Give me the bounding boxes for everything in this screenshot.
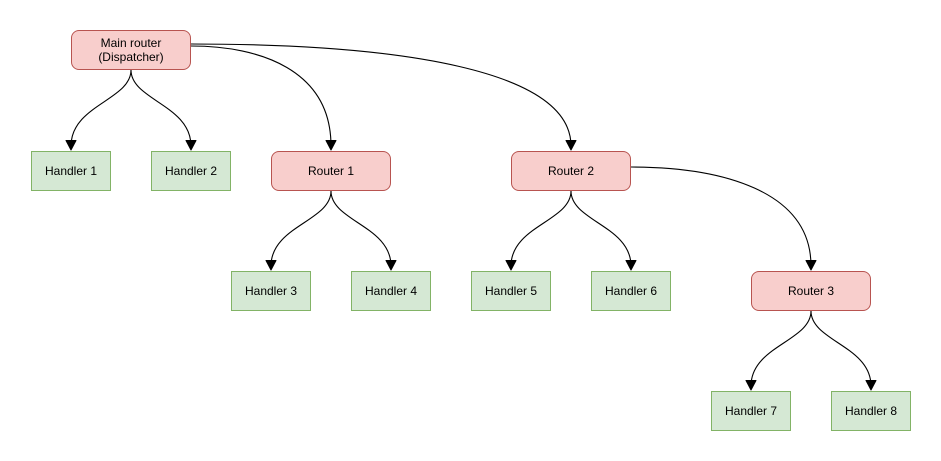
edge-router-2-to-handler-5[interactable] bbox=[505, 190, 572, 271]
edge-main-to-router-2-line bbox=[190, 43, 572, 147]
edge-main-to-handler-2[interactable] bbox=[130, 69, 197, 151]
edge-router-2-to-handler-6[interactable] bbox=[570, 190, 637, 271]
edge-main-to-router-2-arrowhead-icon bbox=[565, 140, 577, 151]
edge-router-1-to-handler-3-line bbox=[270, 190, 332, 267]
edge-router-3-to-handler-7-line bbox=[750, 310, 812, 387]
edge-router-3-to-handler-7-arrowhead-icon bbox=[745, 380, 757, 391]
edge-main-to-router-1[interactable] bbox=[190, 45, 337, 151]
edge-main-to-router-2[interactable] bbox=[190, 43, 577, 151]
edge-main-to-handler-1[interactable] bbox=[65, 69, 132, 151]
edge-router-3-to-handler-8[interactable] bbox=[810, 310, 877, 391]
edge-main-to-handler-2-line bbox=[130, 69, 192, 147]
node-router-2[interactable]: Router 2 bbox=[511, 151, 631, 191]
edge-router-2-to-router-3-arrowhead-icon bbox=[805, 260, 817, 271]
edge-router-2-to-handler-5-arrowhead-icon bbox=[505, 260, 517, 271]
edge-router-1-to-handler-4[interactable] bbox=[330, 190, 397, 271]
node-handler-5[interactable]: Handler 5 bbox=[471, 271, 551, 311]
edge-router-1-to-handler-4-line bbox=[330, 190, 392, 267]
edge-main-to-handler-2-arrowhead-icon bbox=[185, 140, 197, 151]
edge-main-to-router-1-arrowhead-icon bbox=[325, 140, 337, 151]
edge-main-to-handler-1-arrowhead-icon bbox=[65, 140, 77, 151]
node-handler-7[interactable]: Handler 7 bbox=[711, 391, 791, 431]
edge-router-2-to-handler-5-line bbox=[510, 190, 572, 267]
edge-main-to-router-1-line bbox=[190, 45, 332, 147]
node-main-router[interactable]: Main router (Dispatcher) bbox=[71, 30, 191, 70]
node-handler-2[interactable]: Handler 2 bbox=[151, 151, 231, 191]
edge-router-3-to-handler-8-arrowhead-icon bbox=[865, 380, 877, 391]
edge-router-3-to-handler-7[interactable] bbox=[745, 310, 812, 391]
edge-router-1-to-handler-3[interactable] bbox=[265, 190, 332, 271]
node-router-3[interactable]: Router 3 bbox=[751, 271, 871, 311]
edge-main-to-handler-1-line bbox=[70, 69, 132, 147]
node-handler-8[interactable]: Handler 8 bbox=[831, 391, 911, 431]
node-handler-6[interactable]: Handler 6 bbox=[591, 271, 671, 311]
edge-router-2-to-handler-6-arrowhead-icon bbox=[625, 260, 637, 271]
node-handler-1[interactable]: Handler 1 bbox=[31, 151, 111, 191]
node-handler-4[interactable]: Handler 4 bbox=[351, 271, 431, 311]
edge-router-1-to-handler-4-arrowhead-icon bbox=[385, 260, 397, 271]
edge-router-2-to-router-3[interactable] bbox=[630, 166, 817, 271]
edge-router-2-to-handler-6-line bbox=[570, 190, 632, 267]
edge-router-3-to-handler-8-line bbox=[810, 310, 872, 387]
edge-router-1-to-handler-3-arrowhead-icon bbox=[265, 260, 277, 271]
node-handler-3[interactable]: Handler 3 bbox=[231, 271, 311, 311]
node-router-1[interactable]: Router 1 bbox=[271, 151, 391, 191]
edge-router-2-to-router-3-line bbox=[630, 166, 812, 267]
